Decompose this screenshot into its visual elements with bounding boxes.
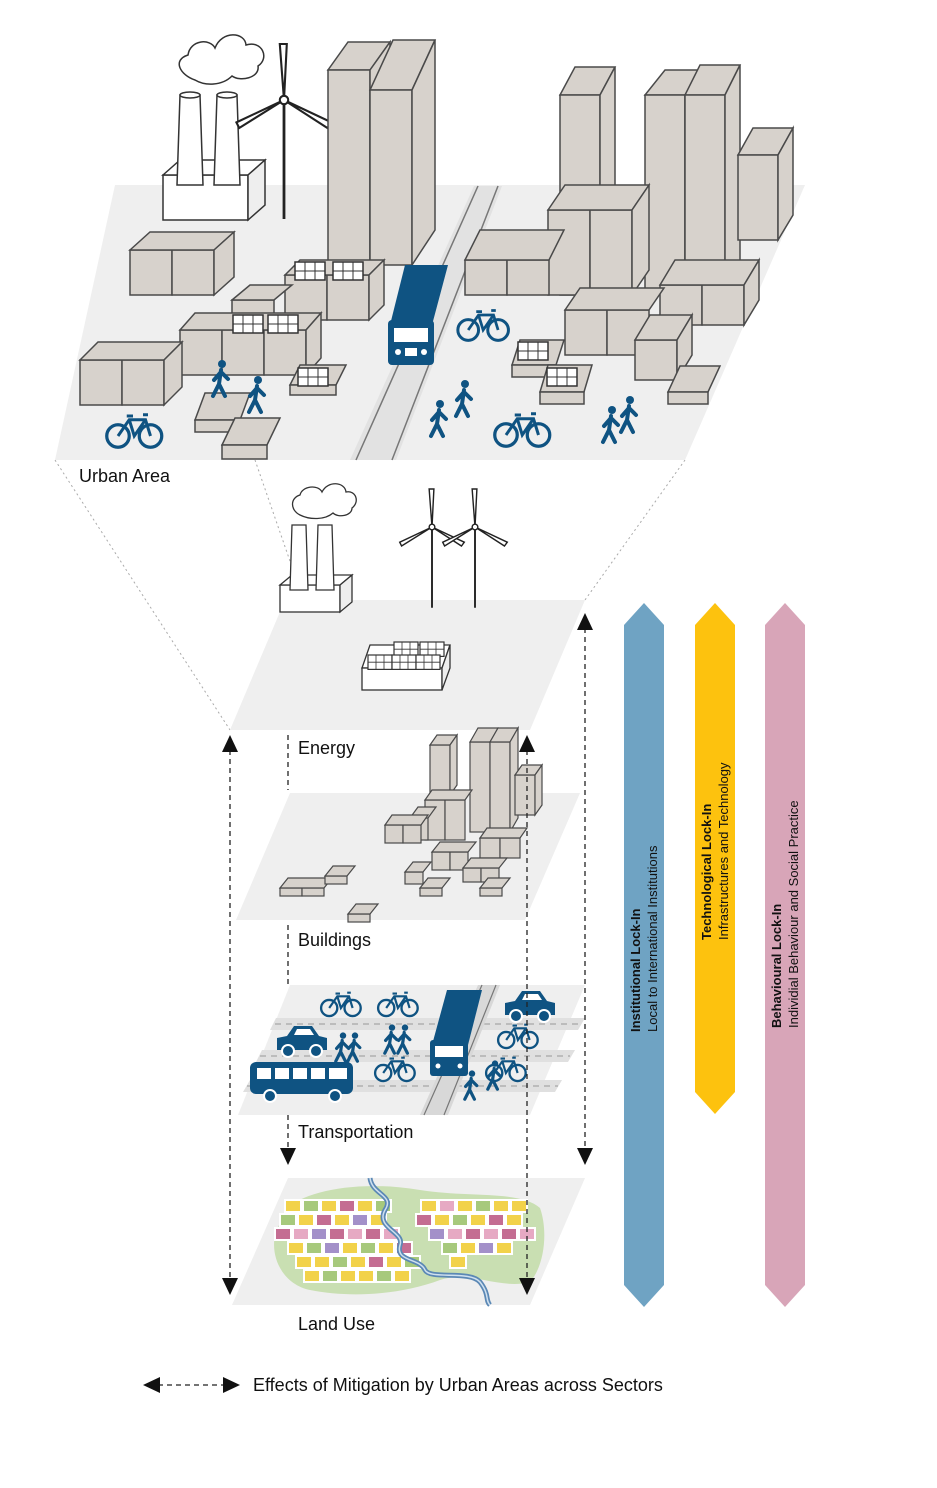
behavioural-lock-in-title: Behavioural Lock-In [769,903,784,1028]
arrow-heads [222,613,593,1295]
behavioural-lock-in-text: Behavioural Lock-In Individial Behaviour… [768,800,802,1028]
institutional-lock-in-text: Institutional Lock-In Local to Internati… [627,846,661,1032]
transportation-label: Transportation [298,1122,414,1142]
mitigation-effect-arrows [229,628,586,1280]
river-icon [367,1177,492,1307]
institutional-lock-in-title: Institutional Lock-In [628,908,643,1033]
institutional-lock-in-band [624,603,664,1307]
factory-icon [161,34,267,222]
behavioural-lock-in-band [765,603,805,1307]
urban-area-label: Urban Area [79,466,171,486]
train-icon [430,990,482,1076]
buildings-label: Buildings [298,930,372,950]
land-use-map [274,1186,545,1295]
factory-icon [278,483,357,614]
energy-label: Energy [298,738,356,758]
land-use-label: Land Use [298,1314,376,1334]
wind-turbine-icon [398,488,509,609]
technological-lock-in-text: Technological Lock-In Infrastructures an… [698,762,732,940]
buildings-layer-blocks [278,725,544,923]
solar-panel-icon [361,641,451,691]
bus-icon [250,1062,353,1103]
behavioural-lock-in-subtitle: Individial Behaviour and Social Practice [786,800,801,1028]
legend-arrow [143,1377,240,1393]
technological-lock-in-band [695,603,735,1114]
institutional-lock-in-subtitle: Local to International Institutions [645,845,660,1032]
train-icon [388,265,448,365]
funnel-guide-lines [54,459,686,731]
technological-lock-in-title: Technological Lock-In [699,803,714,940]
legend-text: Effects of Mitigation by Urban Areas acr… [253,1375,663,1395]
technological-lock-in-subtitle: Infrastructures and Technology [716,762,731,940]
